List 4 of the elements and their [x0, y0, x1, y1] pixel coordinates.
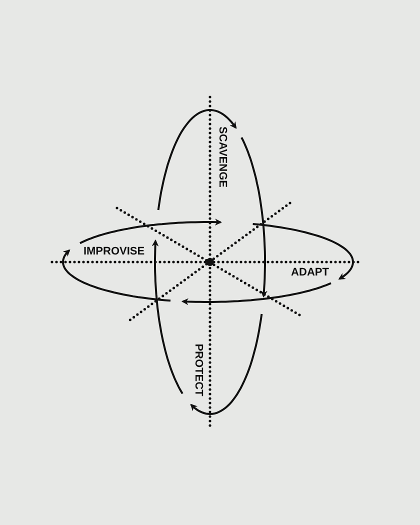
- cycle-label: IMPROVISE: [82, 246, 146, 258]
- cycle-label: SCAVENGE: [216, 126, 228, 188]
- cycle-label: PROTECT: [192, 342, 204, 398]
- cycle-label: ADAPT: [290, 268, 330, 278]
